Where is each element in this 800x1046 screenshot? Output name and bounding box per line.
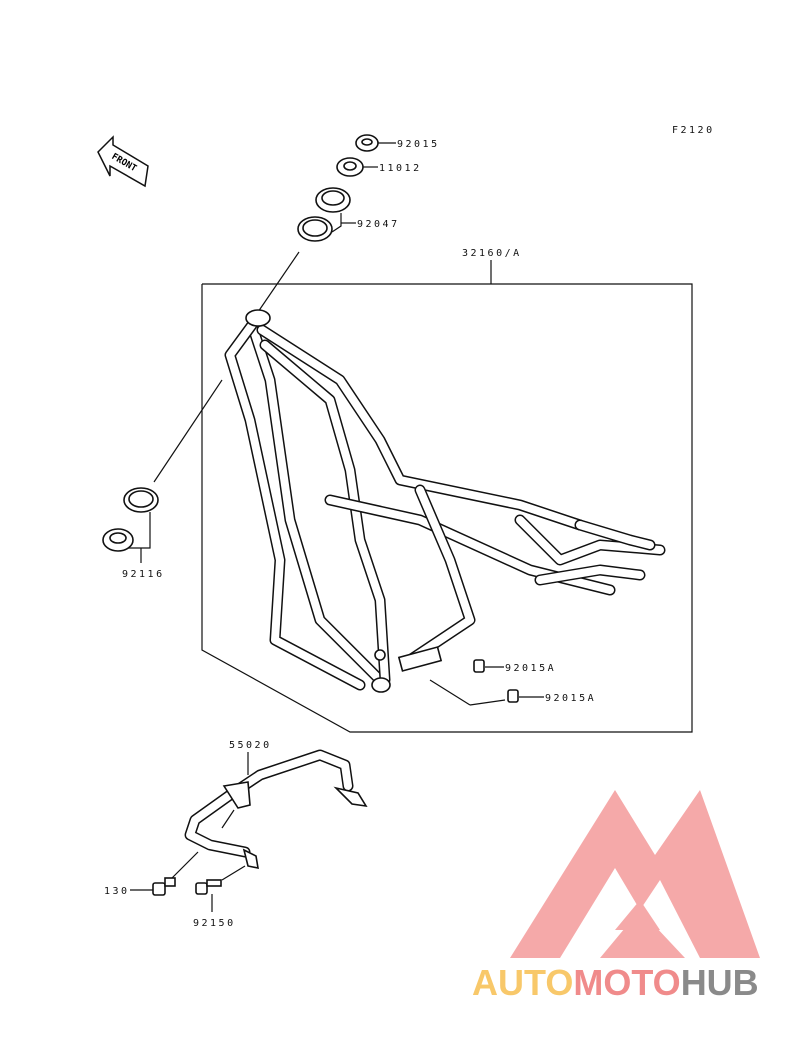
part-label-55020: 55020 <box>229 740 272 751</box>
diagram-code: F2120 <box>672 125 715 136</box>
guard-55020 <box>171 749 368 881</box>
part-label-32160A: 32160/A <box>462 248 522 259</box>
cap-92015A-1 <box>473 659 504 673</box>
watermark-logo <box>510 790 760 958</box>
watermark-auto: AUTO <box>472 962 573 1003</box>
nut-92015 <box>355 134 396 152</box>
frame-assembly-outline <box>201 283 693 733</box>
part-label-92150: 92150 <box>193 918 236 929</box>
part-label-92015A-2: 92015A <box>545 693 596 704</box>
watermark-text: AUTOMOTOHUB <box>472 962 759 1003</box>
bolt-130 <box>130 877 176 896</box>
leader-line <box>257 251 300 313</box>
part-label-92047: 92047 <box>357 219 400 230</box>
part-label-11012: 11012 <box>379 163 422 174</box>
cap-92015A-2 <box>429 679 544 706</box>
watermark-moto: MOTO <box>573 962 680 1003</box>
bolt-92150 <box>195 879 222 912</box>
part-label-92015A-1: 92015A <box>505 663 556 674</box>
part-label-92116: 92116 <box>122 569 165 580</box>
frame-drawing <box>224 309 666 693</box>
leader-line <box>153 379 223 483</box>
part-label-130: 130 <box>104 886 130 897</box>
bearing-92116 <box>102 487 159 563</box>
watermark-hub: HUB <box>681 962 759 1003</box>
bearing-92047 <box>297 187 356 242</box>
part-label-92015: 92015 <box>397 139 440 150</box>
seal-11012 <box>336 157 378 177</box>
front-arrow-icon: FRONT <box>97 135 149 188</box>
